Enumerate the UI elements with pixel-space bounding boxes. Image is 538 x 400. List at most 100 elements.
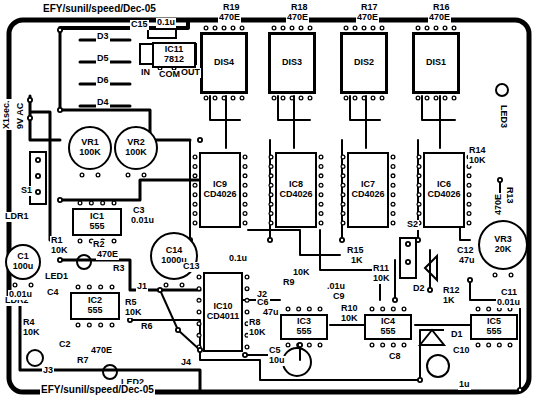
pad-hole xyxy=(468,212,470,214)
part-name: IC10 xyxy=(213,302,232,312)
pad-hole xyxy=(429,289,431,291)
pad xyxy=(193,211,198,216)
pad-hole xyxy=(291,27,293,29)
part-label: C6 xyxy=(256,298,270,308)
pad-hole xyxy=(341,239,343,241)
part-label: 10u xyxy=(268,356,286,366)
part-label: 10K xyxy=(468,156,487,166)
part-name: DIS1 xyxy=(426,58,446,68)
part-label: J4 xyxy=(180,358,192,368)
part-label: 10K xyxy=(248,328,267,338)
part-name: IC5 xyxy=(487,317,501,327)
pad-hole xyxy=(509,308,511,310)
pad xyxy=(417,211,422,216)
pad xyxy=(467,221,472,226)
pad xyxy=(269,221,274,226)
pad-hole xyxy=(269,239,271,241)
pad-hole xyxy=(30,284,32,286)
pad-hole xyxy=(494,274,496,276)
pad-hole xyxy=(159,289,161,291)
part-value: CD4011 xyxy=(207,312,240,322)
pad-hole xyxy=(419,379,421,381)
pad xyxy=(353,96,358,101)
part-label: C10 xyxy=(452,346,471,356)
part-name: IC4 xyxy=(381,317,395,327)
pad-hole xyxy=(345,27,347,29)
part-value: CD4026 xyxy=(203,190,236,200)
display: DIS4 xyxy=(200,32,248,94)
pad-hole xyxy=(363,27,365,29)
part-value: 555 xyxy=(296,327,311,337)
pad-hole xyxy=(14,284,16,286)
pad-hole xyxy=(417,97,419,99)
pad-hole xyxy=(246,276,248,278)
pad xyxy=(417,164,422,169)
pad xyxy=(35,173,41,179)
pad xyxy=(197,321,202,326)
preset-pot: VR320K xyxy=(478,220,528,270)
pad-hole xyxy=(77,324,79,326)
pad xyxy=(281,26,286,31)
pad xyxy=(493,273,498,278)
pad-hole xyxy=(320,222,322,224)
pad-hole xyxy=(244,194,246,196)
pad-hole xyxy=(194,184,196,186)
pad-hole xyxy=(59,29,61,31)
display: DIS3 xyxy=(268,32,316,94)
part-label: EFY/sunil/speed/Dec-05 xyxy=(40,384,155,395)
part-label: 10K xyxy=(22,328,41,338)
pad xyxy=(197,286,202,291)
pad-hole xyxy=(468,175,470,177)
pad-hole xyxy=(194,175,196,177)
part-label: 47u xyxy=(458,256,476,266)
pad xyxy=(319,164,324,169)
pad-hole xyxy=(244,222,246,224)
pad-hole xyxy=(244,165,246,167)
pad-hole xyxy=(342,222,344,224)
pad xyxy=(267,237,273,243)
pad-hole xyxy=(244,184,246,186)
part-label: 0.1u xyxy=(228,254,248,264)
pad-hole xyxy=(81,174,83,176)
part-label: EFY/sunil/speed/Dec-05 xyxy=(42,3,157,14)
pad xyxy=(417,377,423,383)
pad xyxy=(391,192,396,197)
solder-pads xyxy=(13,26,524,394)
part-name: IC9 xyxy=(213,180,227,190)
part-label: 10K xyxy=(340,314,359,324)
pad-hole xyxy=(498,344,500,346)
pad-hole xyxy=(111,324,113,326)
pad xyxy=(213,26,218,31)
pad xyxy=(307,343,312,348)
pad xyxy=(391,211,396,216)
part-name: VR3 xyxy=(494,235,512,245)
pad xyxy=(497,177,503,183)
part-label: D6 xyxy=(96,76,110,86)
pad xyxy=(98,285,103,290)
pad xyxy=(126,173,131,178)
pad-hole xyxy=(381,97,383,99)
pad xyxy=(452,96,457,101)
pad xyxy=(269,183,274,188)
part-label: OUT xyxy=(180,68,201,78)
preset-pot: VR1100K xyxy=(68,126,112,170)
pad-hole xyxy=(309,97,311,99)
part-label: R5 xyxy=(124,298,138,308)
pad-hole xyxy=(246,311,248,313)
pad-hole xyxy=(417,239,419,241)
pad xyxy=(497,343,502,348)
pad-hole xyxy=(372,97,374,99)
pad xyxy=(299,26,304,31)
pad xyxy=(467,173,472,178)
part-label: D1 xyxy=(450,330,464,340)
pad-hole xyxy=(90,202,92,204)
pad-hole xyxy=(510,274,512,276)
pad xyxy=(193,192,198,197)
pad xyxy=(27,115,33,121)
pad-hole xyxy=(59,199,61,201)
pad-hole xyxy=(342,156,344,158)
pad xyxy=(319,211,324,216)
part-label: R14 xyxy=(468,146,487,156)
pad xyxy=(392,297,398,303)
pad xyxy=(319,202,324,207)
